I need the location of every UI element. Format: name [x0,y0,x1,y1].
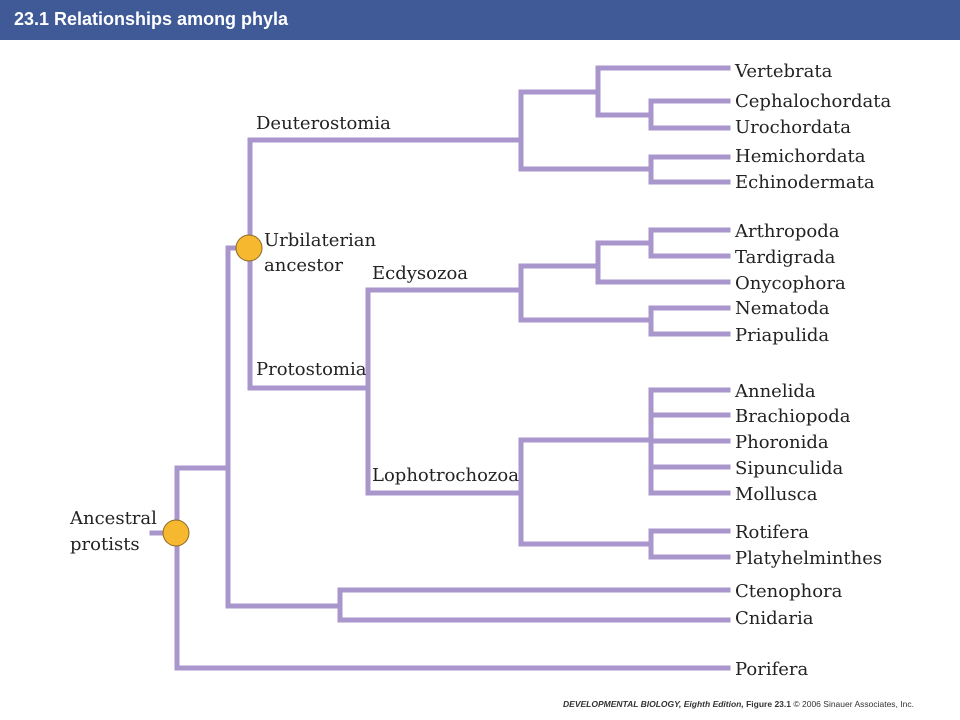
phylum-label: Annelida [734,381,816,402]
phylum-label: Echinodermata [735,172,875,193]
phylum-label: Sipunculida [735,458,844,479]
phylum-label: Brachiopoda [735,406,851,427]
tree-branches [149,65,731,671]
title-bar: 23.1 Relationships among phyla [0,0,960,40]
phylum-label: Vertebrata [734,61,833,82]
clade-deuterostomia: Deuterostomia [256,113,391,134]
phylum-label: Hemichordata [735,146,866,167]
phylum-label: Rotifera [735,522,809,543]
figure-number: Figure 23.1 [746,699,791,709]
phylum-labels: Vertebrata Cephalochordata Urochordata H… [734,61,891,680]
urbilaterian-label-line1: Urbilaterian [264,230,377,251]
clade-protostomia: Protostomia [256,359,367,380]
urbilaterian-label-line2: ancestor [264,255,343,276]
phylum-label: Nematoda [735,298,830,319]
figure-credit: DEVELOPMENTAL BIOLOGY, Eighth Edition, F… [563,699,914,709]
ancestral-protists-node [162,519,190,547]
phylogenetic-tree: Ancestral protists Urbilaterian ancestor… [69,61,891,680]
slide-title: 23.1 Relationships among phyla [14,9,289,29]
phylum-label: Cephalochordata [735,91,891,112]
clade-ecdysozoa: Ecdysozoa [372,263,468,284]
phylum-label: Urochordata [735,117,851,138]
clade-lophotrochozoa: Lophotrochozoa [372,465,519,486]
phylum-label: Priapulida [735,325,829,346]
phylum-label: Platyhelminthes [735,548,882,569]
ancestral-protists-label-line2: protists [70,534,140,555]
urbilaterian-ancestor-node [235,234,263,262]
phylum-label: Mollusca [735,484,818,505]
phylum-label: Onycophora [735,273,846,294]
phylum-label: Phoronida [735,432,829,453]
copyright-notice: © 2006 Sinauer Associates, Inc. [793,699,914,709]
book-title: DEVELOPMENTAL BIOLOGY, Eighth Edition, [563,699,744,709]
phylum-label: Cnidaria [735,608,814,629]
phylum-label: Porifera [735,659,808,680]
phylum-label: Tardigrada [735,247,836,268]
phylum-label: Ctenophora [735,581,843,602]
ancestral-protists-label-line1: Ancestral [69,508,157,529]
phylum-label: Arthropoda [734,221,840,242]
